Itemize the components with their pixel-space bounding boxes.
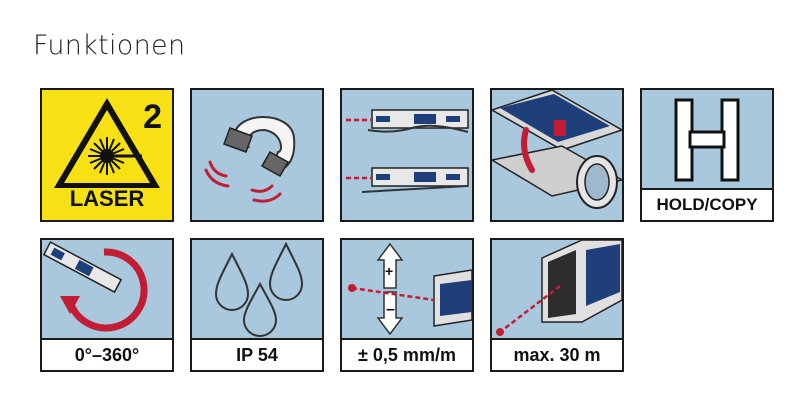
range-tile: max. 30 m (490, 238, 624, 372)
laser-range-icon (496, 240, 622, 336)
laser-label: LASER (69, 186, 145, 211)
ip-rating-label: IP 54 (192, 338, 322, 370)
hold-copy-tile: HOLD/COPY (640, 88, 774, 222)
accuracy-tile: + – ± 0,5 mm/m (340, 238, 474, 372)
hold-copy-label: HOLD/COPY (642, 188, 772, 220)
level-on-surface-icon (346, 109, 469, 193)
surface-measure-tile (340, 88, 474, 222)
rotation-tile: 0°–360° (40, 238, 174, 372)
svg-text:–: – (386, 301, 395, 318)
range-label: max. 30 m (492, 338, 622, 370)
laser-class-number: 2 (143, 98, 162, 136)
laser-class-tile: 2 LASER (40, 88, 174, 222)
rotation-label: 0°–360° (42, 338, 172, 370)
accuracy-label: ± 0,5 mm/m (342, 338, 472, 370)
water-drops-icon (214, 241, 304, 337)
svg-text:+: + (385, 263, 393, 279)
magnet-tile (190, 88, 324, 222)
pipe-measure-tile (490, 88, 624, 222)
magnet-icon (204, 116, 296, 203)
water-protection-tile: IP 54 (190, 238, 324, 372)
rotation-icon (42, 241, 148, 332)
page-title: Funktionen (33, 30, 186, 61)
laser-warning-icon (54, 98, 160, 188)
hold-icon (674, 98, 740, 182)
level-on-pipe-icon (492, 90, 622, 209)
accuracy-icon: + – (348, 242, 472, 336)
